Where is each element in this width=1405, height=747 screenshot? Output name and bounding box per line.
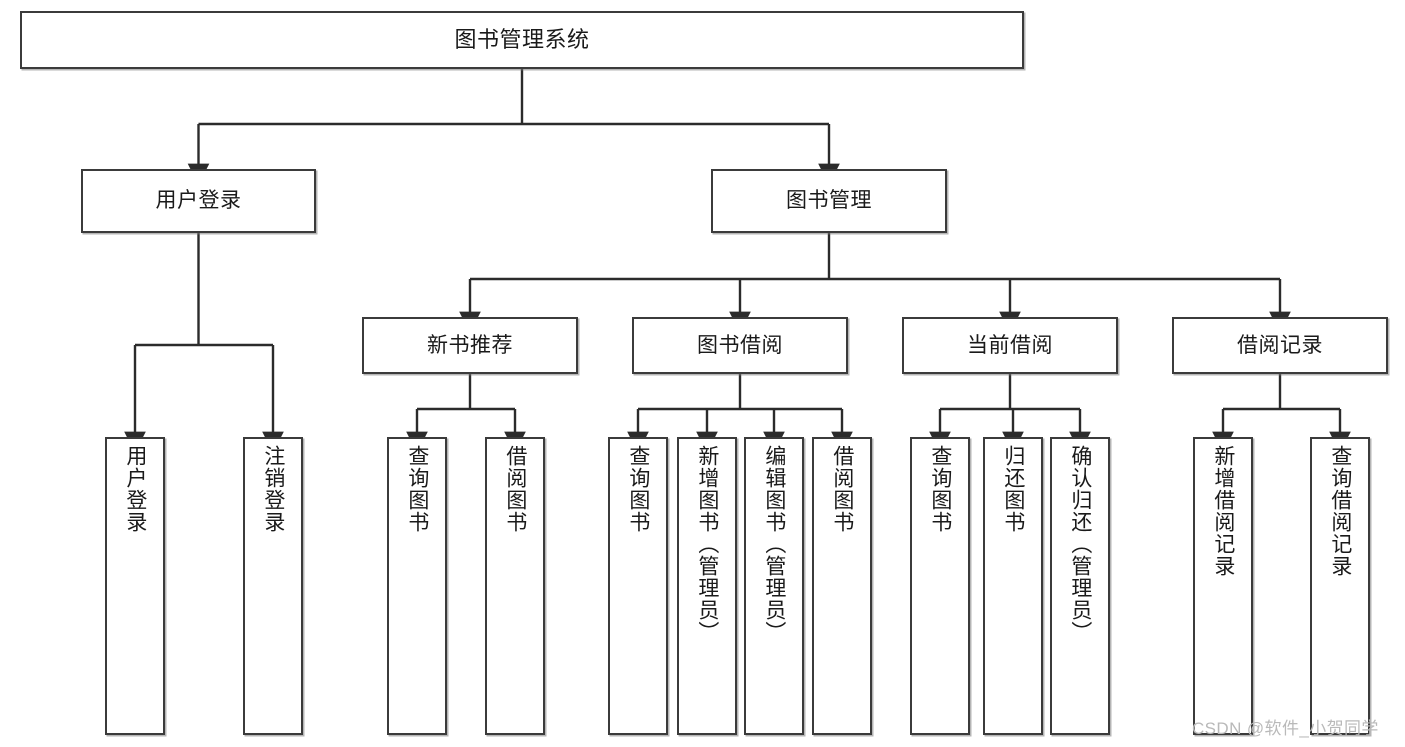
- node-label: 查询图书: [626, 445, 650, 533]
- node-label: 图书管理系统: [454, 26, 590, 52]
- node-label: 确认归还（管理员）: [1068, 445, 1092, 643]
- node-leaf-confirm-return[interactable]: 确认归还（管理员）: [1050, 437, 1110, 735]
- node-label: 查询图书: [928, 445, 952, 533]
- node-label: 当前借阅: [967, 333, 1053, 357]
- node-leaf-user-login[interactable]: 用户登录: [105, 437, 165, 735]
- node-leaf-query-book-1[interactable]: 查询图书: [387, 437, 447, 735]
- node-leaf-add-record[interactable]: 新增借阅记录: [1193, 437, 1253, 735]
- node-leaf-query-book-3[interactable]: 查询图书: [910, 437, 970, 735]
- node-root[interactable]: 图书管理系统: [20, 11, 1024, 69]
- node-label: 查询图书: [405, 445, 429, 533]
- node-label: 借阅图书: [830, 445, 854, 533]
- node-label: 新增借阅记录: [1211, 445, 1235, 577]
- node-book-management[interactable]: 图书管理: [711, 169, 947, 233]
- csdn-watermark: CSDN @软件_小贺同学: [1192, 719, 1379, 738]
- node-label: 图书管理: [786, 189, 872, 213]
- node-label: 新增图书（管理员）: [695, 445, 719, 643]
- node-leaf-borrow-book-2[interactable]: 借阅图书: [812, 437, 872, 735]
- node-borrow-record[interactable]: 借阅记录: [1172, 317, 1388, 374]
- node-leaf-user-logout[interactable]: 注销登录: [243, 437, 303, 735]
- node-label: 借阅图书: [503, 445, 527, 533]
- node-label: 图书借阅: [697, 333, 783, 357]
- node-current-borrow[interactable]: 当前借阅: [902, 317, 1118, 374]
- node-label: 查询借阅记录: [1328, 445, 1352, 577]
- node-user-login[interactable]: 用户登录: [81, 169, 316, 233]
- node-label: 注销登录: [261, 445, 285, 533]
- node-label: 新书推荐: [427, 333, 513, 357]
- node-leaf-return-book[interactable]: 归还图书: [983, 437, 1043, 735]
- node-label: 编辑图书（管理员）: [762, 445, 786, 643]
- node-label: 用户登录: [123, 445, 147, 533]
- node-label: 归还图书: [1001, 445, 1025, 533]
- node-leaf-query-book-2[interactable]: 查询图书: [608, 437, 668, 735]
- node-leaf-borrow-book-1[interactable]: 借阅图书: [485, 437, 545, 735]
- node-new-book-recommend[interactable]: 新书推荐: [362, 317, 578, 374]
- node-leaf-add-book[interactable]: 新增图书（管理员）: [677, 437, 737, 735]
- node-label: 借阅记录: [1237, 333, 1323, 357]
- node-label: 用户登录: [155, 189, 242, 213]
- node-book-borrow[interactable]: 图书借阅: [632, 317, 848, 374]
- node-leaf-edit-book[interactable]: 编辑图书（管理员）: [744, 437, 804, 735]
- node-leaf-query-record[interactable]: 查询借阅记录: [1310, 437, 1370, 735]
